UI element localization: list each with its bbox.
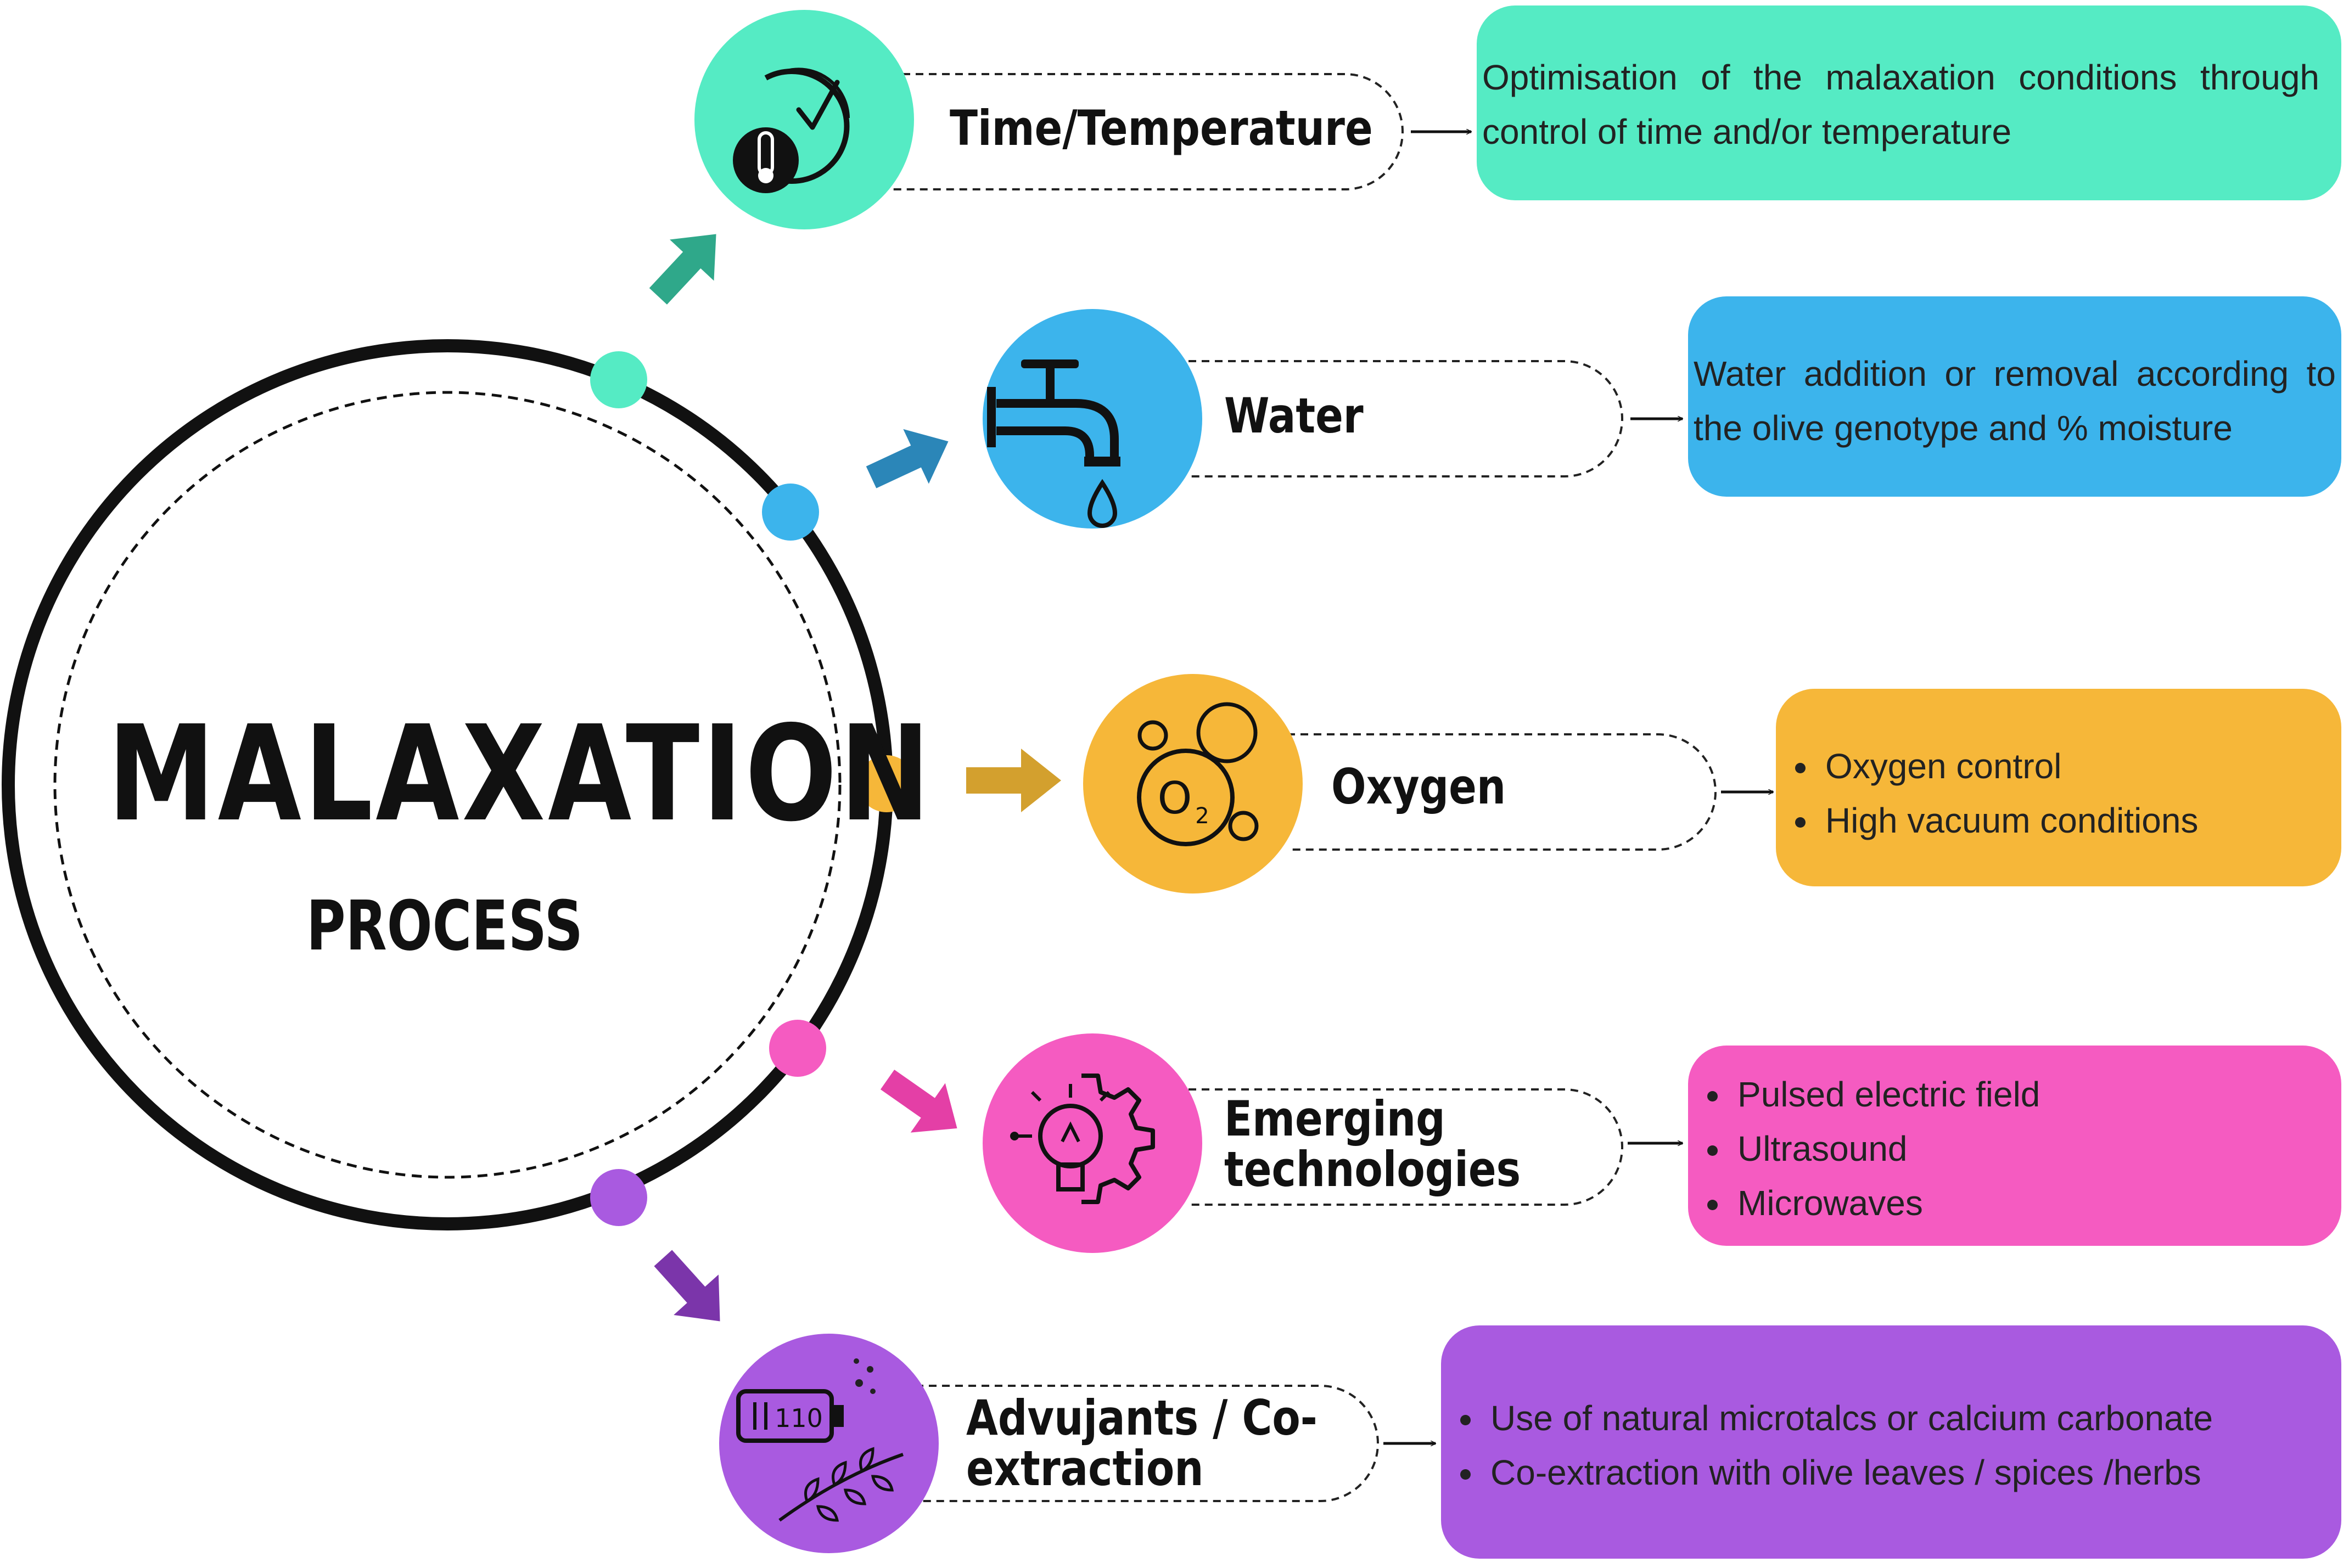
- box-advujants: Use of natural microtalcs or calcium car…: [1441, 1325, 2341, 1559]
- pill-water: [1188, 360, 1623, 477]
- label-emerging-line-2: technologies: [1224, 1141, 1521, 1198]
- svg-text:O: O: [1158, 773, 1192, 824]
- label-time-temperature: Time/Temperature: [950, 100, 1373, 156]
- box-emerging-bullet: Microwaves: [1732, 1176, 2330, 1230]
- box-oxygen-bullet: High vacuum conditions: [1820, 794, 2330, 848]
- box-water: Water addition or removal according to t…: [1688, 296, 2341, 497]
- label-advujants: Advujants / Co- extraction: [966, 1390, 1318, 1497]
- svg-text:2: 2: [1195, 803, 1209, 829]
- box-emerging-bullet: Ultrasound: [1732, 1122, 2330, 1176]
- center-title: MALAXATION: [107, 697, 933, 851]
- pill-time: [889, 73, 1404, 190]
- box-time-text: Optimisation of the malaxation condition…: [1482, 58, 2319, 152]
- arrow-oxygen: [966, 749, 1061, 812]
- label-emerging-line-1: Emerging: [1224, 1091, 1445, 1147]
- center-subtitle: PROCESS: [306, 886, 583, 966]
- oxygen-bubbles-icon: O 2: [1083, 674, 1303, 893]
- label-emerging-technologies: Emerging technologies: [1224, 1091, 1521, 1198]
- pill-advujants: [889, 1385, 1379, 1502]
- ring-node-emerging: [769, 1020, 826, 1077]
- lightbulb-gear-icon: [983, 1033, 1202, 1253]
- svg-text:110: 110: [775, 1403, 823, 1433]
- arrow-advujants: [654, 1250, 720, 1322]
- arrow-water: [866, 429, 949, 488]
- box-water-text: Water addition or removal according to t…: [1694, 354, 2336, 448]
- label-oxygen: Oxygen: [1331, 758, 1506, 815]
- ring-node-advujants: [590, 1169, 647, 1226]
- arrow-emerging: [880, 1069, 957, 1133]
- clock-thermometer-icon: [694, 10, 914, 229]
- box-advujants-bullet: Co-extraction with olive leaves / spices…: [1485, 1446, 2336, 1500]
- pill-emerging: [1188, 1088, 1623, 1206]
- box-advujants-bullet: Use of natural microtalcs or calcium car…: [1485, 1391, 2336, 1446]
- box-oxygen: Oxygen control High vacuum conditions: [1776, 689, 2341, 886]
- center-inner-ring: [53, 391, 842, 1179]
- label-advujants-line-1: Advujants / Co-: [966, 1390, 1318, 1446]
- box-oxygen-bullet: Oxygen control: [1820, 739, 2330, 794]
- ring-node-water: [762, 484, 819, 541]
- label-water: Water: [1224, 387, 1364, 444]
- label-advujants-line-2: extraction: [966, 1440, 1204, 1497]
- ring-node-time: [590, 351, 647, 408]
- box-emerging-bullet: Pulsed electric field: [1732, 1067, 2330, 1122]
- arrow-time: [649, 234, 716, 305]
- pill-oxygen: [1287, 733, 1717, 851]
- battery-herb-icon: 110: [719, 1334, 939, 1553]
- ring-node-oxygen: [858, 755, 915, 812]
- box-emerging: Pulsed electric field Ultrasound Microwa…: [1688, 1046, 2341, 1246]
- water-tap-icon: [983, 309, 1202, 529]
- box-time-temperature: Optimisation of the malaxation condition…: [1477, 5, 2341, 200]
